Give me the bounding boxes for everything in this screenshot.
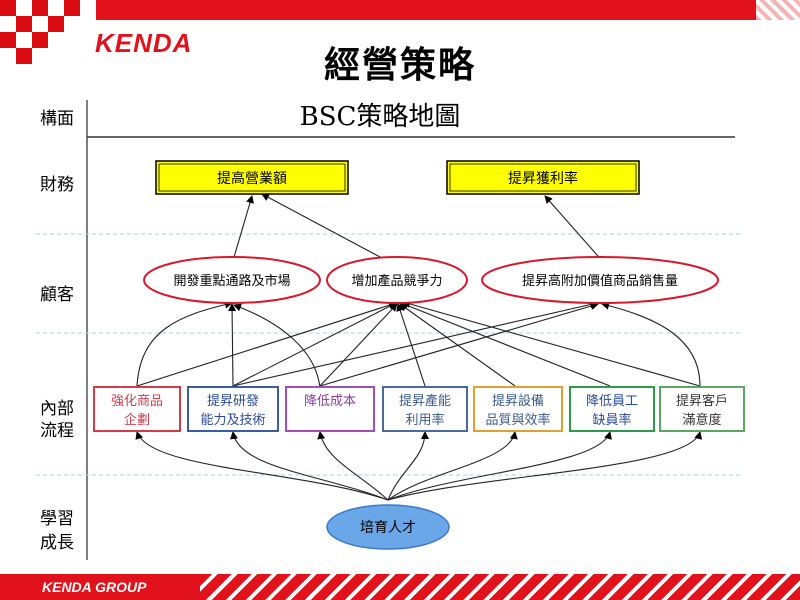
- footer-bar: KENDA GROUP: [0, 574, 800, 600]
- internal-node-equipment-line1: 提昇設備: [492, 393, 544, 409]
- learning-node-talent-label: 培育人才: [360, 520, 416, 536]
- row-label-customer: 顧客: [40, 285, 74, 305]
- row-label-internal-1: 內部: [40, 399, 74, 419]
- internal-node-capacity: 提昇產能 利用率: [382, 386, 468, 432]
- internal-node-cost: 降低成本: [285, 386, 375, 432]
- row-label-header: 構面: [40, 109, 74, 129]
- customer-node-channel: 開發重點通路及市場: [143, 256, 321, 304]
- customer-node-competitiveness-label: 增加產品競爭力: [351, 273, 442, 289]
- internal-node-planning-line2: 企劃: [124, 412, 150, 428]
- internal-node-staffing-line1: 降低員工: [586, 394, 638, 409]
- internal-node-rnd-line2: 能力及技術: [200, 413, 265, 428]
- customer-node-high-value-label: 提昇高附加價值商品銷售量: [522, 273, 678, 289]
- finance-node-profit-label: 提昇獲利率: [508, 170, 578, 187]
- arrows: [135, 193, 703, 501]
- page-title: 經營策略: [323, 44, 476, 86]
- internal-node-rnd: 提昇研發 能力及技術: [187, 386, 279, 432]
- row-label-internal-2: 流程: [40, 421, 74, 441]
- header-bar: KENDA: [0, 0, 800, 64]
- internal-node-planning: 強化商品 企劃: [93, 386, 181, 432]
- finance-node-revenue-label: 提高營業額: [217, 170, 287, 187]
- internal-node-satisfaction-line2: 滿意度: [682, 412, 721, 428]
- footer-label: KENDA GROUP: [0, 574, 200, 600]
- internal-node-equipment: 提昇設備 品質與效率: [473, 386, 563, 432]
- internal-node-equipment-line2: 品質與效率: [485, 412, 550, 428]
- corner-decoration: [756, 0, 800, 20]
- header-red-band: [96, 0, 800, 20]
- finance-node-profit: 提昇獲利率: [446, 160, 640, 195]
- page-subtitle: BSC策略地圖: [299, 102, 461, 132]
- internal-node-planning-line1: 強化商品: [111, 394, 163, 409]
- row-label-finance: 財務: [40, 175, 74, 195]
- internal-node-capacity-line2: 利用率: [405, 412, 444, 428]
- internal-node-satisfaction: 提昇客戶 滿意度: [659, 386, 745, 432]
- row-label-learning-1: 學習: [40, 509, 74, 529]
- internal-node-staffing-line2: 缺員率: [592, 412, 631, 428]
- row-label-learning-2: 成長: [40, 533, 74, 553]
- internal-node-rnd-line1: 提昇研發: [207, 393, 259, 409]
- internal-node-staffing: 降低員工 缺員率: [569, 386, 655, 432]
- customer-node-channel-label: 開發重點通路及市場: [173, 273, 290, 289]
- customer-node-high-value: 提昇高附加價值商品銷售量: [481, 256, 719, 304]
- checker-logo-pattern: [0, 0, 90, 64]
- internal-node-cost-line1: 降低成本: [304, 394, 356, 409]
- internal-node-capacity-line1: 提昇產能: [399, 393, 451, 409]
- customer-node-competitiveness: 增加產品競爭力: [326, 256, 468, 304]
- learning-node-talent: 培育人才: [326, 504, 450, 550]
- internal-node-satisfaction-line1: 提昇客戶: [676, 393, 728, 409]
- finance-node-revenue: 提高營業額: [155, 160, 349, 195]
- kenda-logo: KENDA: [95, 28, 193, 58]
